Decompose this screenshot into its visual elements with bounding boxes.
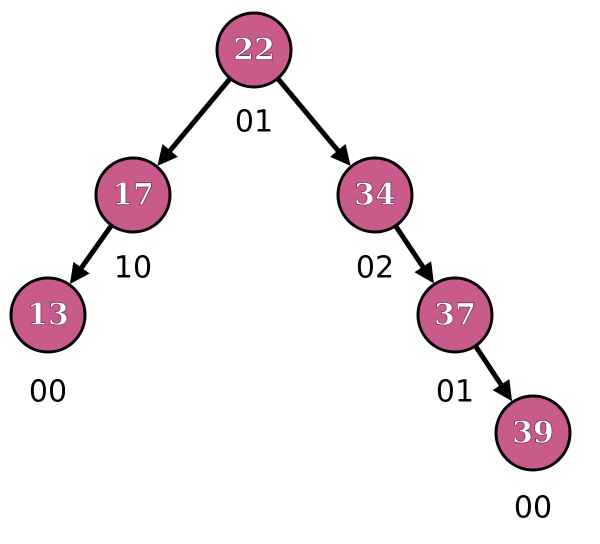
tree-node-39: 39 00: [494, 394, 572, 526]
node-circle: [494, 394, 572, 472]
edge-n22-n17: [157, 75, 233, 166]
edge-line: [275, 75, 343, 157]
node-circle: [215, 11, 293, 89]
tree-node-13: 13 00: [9, 276, 87, 410]
arrowhead-icon: [157, 144, 178, 166]
edge-line: [76, 222, 115, 274]
arrowhead-icon: [69, 261, 90, 284]
edge-line: [472, 343, 506, 391]
node-circle: [416, 276, 494, 354]
node-key-label: 17: [112, 178, 154, 213]
node-key-label: 22: [233, 33, 275, 68]
arrowhead-icon: [414, 261, 434, 284]
edge-n17-n13: [69, 222, 115, 284]
edges-layer: [69, 75, 513, 402]
node-balance-label: 02: [356, 251, 394, 286]
edge-n22-n34: [275, 75, 351, 166]
node-balance-label: 00: [29, 375, 67, 410]
tree-node-37: 37 01: [416, 276, 494, 410]
edge-line: [165, 75, 233, 157]
node-balance-label: 01: [436, 375, 474, 410]
node-circle: [94, 156, 172, 234]
node-balance-label: 00: [514, 491, 552, 526]
arrowhead-icon: [330, 144, 351, 166]
node-circle: [336, 156, 414, 234]
node-key-label: 39: [512, 416, 554, 451]
edge-n34-n37: [393, 223, 434, 284]
node-key-label: 37: [434, 298, 476, 333]
tree-node-22: 22 01: [215, 11, 293, 140]
edge-n37-n39: [472, 343, 513, 402]
node-balance-label: 10: [114, 251, 152, 286]
node-key-label: 34: [354, 178, 396, 213]
node-circle: [9, 276, 87, 354]
node-key-label: 13: [27, 298, 69, 333]
edge-line: [393, 223, 428, 273]
tree-node-34: 34 02: [336, 156, 414, 286]
node-balance-label: 01: [235, 105, 273, 140]
arrowhead-icon: [492, 379, 513, 402]
